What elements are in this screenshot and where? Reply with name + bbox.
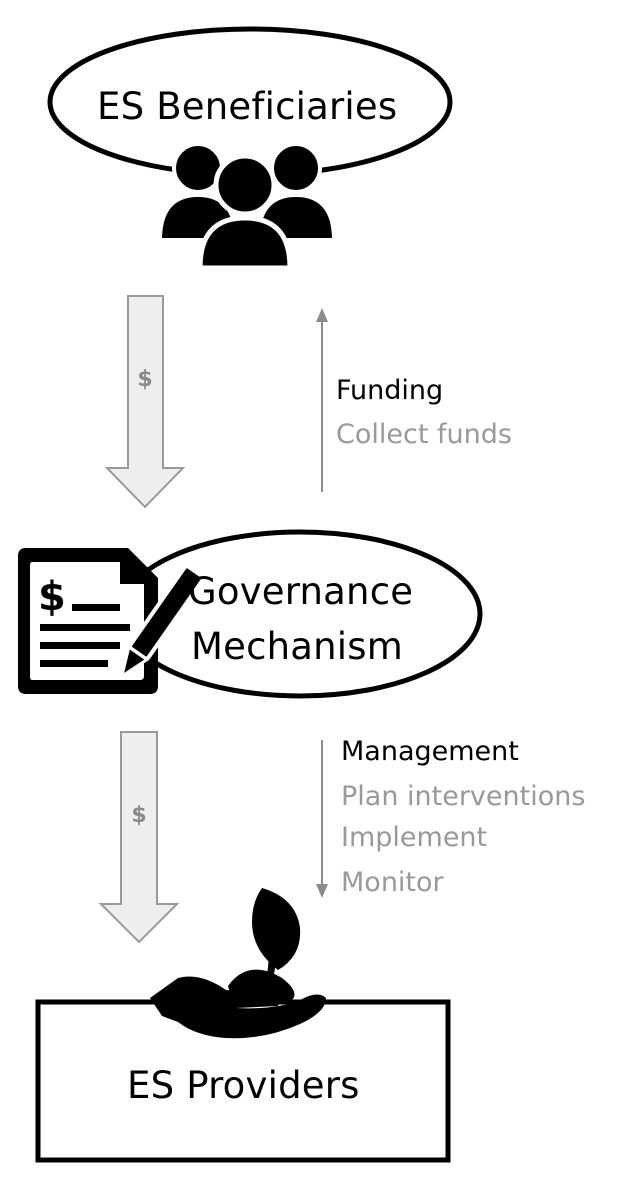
management-arrow-down	[316, 740, 328, 898]
management-step: Plan interventions	[341, 781, 586, 812]
providers-title: ES Providers	[127, 1064, 360, 1107]
management-heading: Management	[341, 736, 519, 767]
management-step: Implement	[341, 822, 488, 853]
contract-pen-icon: $	[18, 548, 206, 694]
dollar-sign-2: $	[131, 803, 146, 828]
dollar-sign-1: $	[137, 367, 152, 392]
funding-heading: Funding	[336, 375, 444, 406]
people-group-icon	[157, 142, 337, 271]
beneficiaries-title: ES Beneficiaries	[97, 85, 398, 128]
seedling-in-hand-icon	[150, 888, 326, 1039]
money-flow-arrow-down-1	[104, 295, 186, 509]
funding-arrow-up	[316, 308, 328, 492]
funding-step: Collect funds	[336, 419, 512, 450]
management-step: Monitor	[341, 867, 444, 898]
governance-title-line2: Mechanism	[191, 625, 404, 668]
governance-title-line1: Governance	[188, 570, 414, 613]
money-flow-arrow-down-2	[98, 731, 180, 944]
svg-text:$: $	[38, 574, 66, 620]
